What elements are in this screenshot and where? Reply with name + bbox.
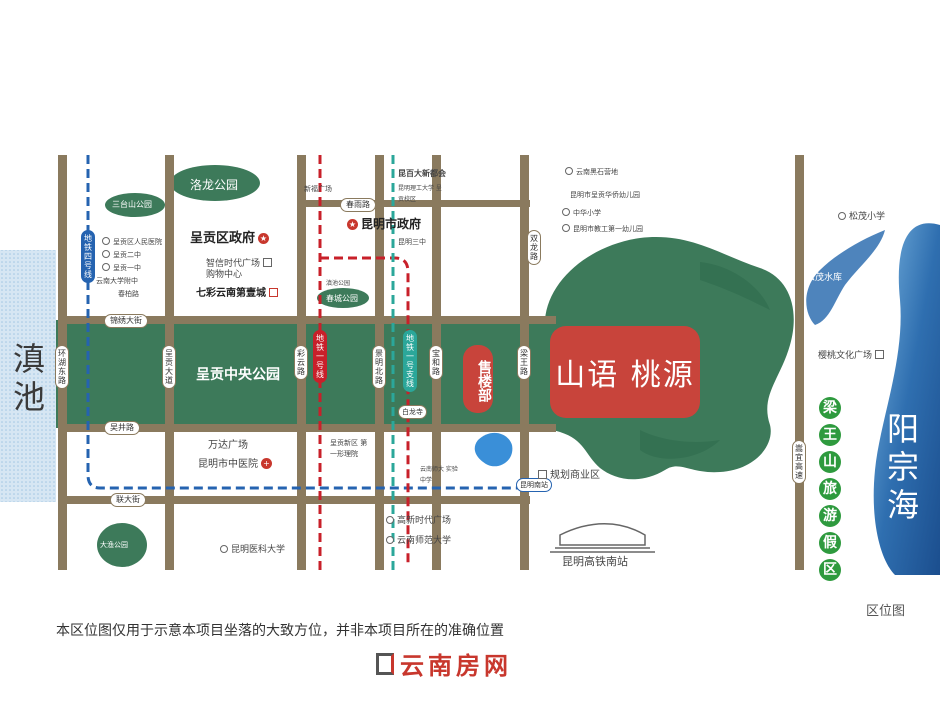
- daqing-park-label: 大渔公园: [100, 541, 128, 549]
- sanmushan-park-label: 三台山公园: [112, 200, 152, 209]
- road-huaning: 宝和路: [429, 345, 443, 380]
- hsr-label: 昆明高铁南站: [562, 555, 628, 568]
- disclaimer-text: 本区位图仅用于示意本项目坐落的大致方位，并非本项目所在的准确位置: [56, 623, 504, 639]
- train-icon: [550, 523, 655, 553]
- building-icon: [263, 258, 273, 267]
- scenic-area-label: 梁 王 山 旅 游 假 区: [819, 397, 841, 586]
- hospital-cg-label: 呈贡区人民医院: [102, 237, 162, 248]
- metro-line1b-tag: 地铁一号支线: [403, 330, 417, 392]
- gaoxin-label: 高新时代广场: [386, 516, 451, 527]
- sales-office-badge: 售楼部: [463, 345, 493, 413]
- metro-line-4: [86, 155, 525, 490]
- yangzonghai-label: 阳宗海: [886, 410, 919, 524]
- metro-station-kunming-south: 昆明南站: [516, 478, 552, 492]
- hospital-icon: +: [261, 458, 272, 469]
- central-park-label: 呈贡中央公园: [196, 367, 280, 383]
- building-icon: [269, 288, 278, 297]
- cg-first-label: 呈贡一中: [102, 263, 141, 274]
- road-lianhua: 联大街: [110, 493, 146, 507]
- project-badge: 山语 桃源: [550, 326, 700, 418]
- map-caption: 区位图: [866, 604, 906, 619]
- medical-univ-label: 昆明医科大学: [220, 545, 285, 556]
- huaning-sq-label: 新福广场: [304, 185, 332, 193]
- yangzonghai-lake: [873, 223, 940, 575]
- road-huanhu: 环湖东路: [55, 345, 69, 389]
- zhonghua-label: 中华小学: [562, 208, 601, 219]
- ynmg-label: 云南师大 实验中学: [420, 466, 458, 484]
- luolong-park-label: 洛龙公园: [190, 178, 239, 192]
- shopping-label: 购物中心: [206, 270, 243, 280]
- baiyun-label: 昆百大新都会: [398, 169, 446, 178]
- chuncheng-park-label: 春城公园: [326, 294, 358, 303]
- metro-line4-tag: 地铁四号线: [81, 230, 95, 283]
- culture-sq-label: 樱桃文化广场: [818, 350, 885, 362]
- star-icon: ★: [258, 233, 270, 244]
- city-school-label: 昆明三中: [398, 238, 426, 246]
- star-icon: ★: [347, 219, 358, 230]
- metro-line-1-loop: [320, 256, 410, 565]
- logo-icon: [376, 652, 394, 675]
- fengshan-label: 松茂小学: [838, 212, 885, 223]
- kunming-gov-label: ★昆明市政府: [347, 217, 422, 231]
- planning-label: 规划商业区: [538, 470, 600, 481]
- metro-station-bailong: 白龙寺: [398, 405, 427, 419]
- zhixin-label: 智信时代广场: [206, 258, 273, 270]
- road-chenggong: 呈贡大道: [162, 345, 176, 389]
- road-jingming: 景明北路: [372, 345, 386, 389]
- dianchi-label: 滇池: [12, 340, 45, 416]
- building-icon: [538, 470, 547, 479]
- road-caiyun: 彩云路: [294, 345, 308, 380]
- metro-line1-tag: 地铁一号线: [313, 330, 327, 383]
- wanda-label: 万达广场: [208, 440, 248, 451]
- road-liangwang: 梁王路: [517, 345, 531, 380]
- yn-univ-label: 云南大学附中: [96, 277, 138, 285]
- road-wujin: 吴井路: [104, 421, 140, 435]
- yn-hospital-label: 滇池公园: [326, 280, 351, 287]
- tcm-label: 昆明市中医院+: [198, 458, 272, 470]
- chenggong-gov-label: 呈贡区政府★: [190, 231, 270, 246]
- qicai-label: 七彩云南第壹城: [196, 288, 278, 299]
- xinya-label: 春柏路: [118, 290, 139, 298]
- cg-school-label: 呈贡二中: [102, 250, 141, 261]
- site-logo[interactable]: 云南房网: [376, 646, 512, 681]
- fengshan-res-label: 松茂水库: [806, 273, 843, 283]
- kunming-edu-label: 昆明市教工第一幼儿园: [562, 224, 643, 235]
- road-chunyu: 春雨路: [340, 198, 376, 212]
- yunnan-black-label: 云南黑石营地: [565, 167, 618, 178]
- road-jinxiu: 锦绣大街: [104, 314, 148, 328]
- chenggong-new-label: 呈贡新区 第一形理院: [330, 439, 368, 458]
- kunming-univ-label: 昆明理工大学 呈贡校区: [398, 185, 442, 203]
- road-gaogong: 嵩宜高速: [792, 440, 806, 484]
- building-icon: [875, 350, 885, 359]
- kunming-center-label: 昆明市呈贡华侨幼儿园: [570, 191, 640, 199]
- road-shuanglong: 双龙路: [527, 230, 541, 265]
- songmao-reservoir: [806, 230, 885, 325]
- normal-univ-label: 云南师范大学: [386, 536, 451, 547]
